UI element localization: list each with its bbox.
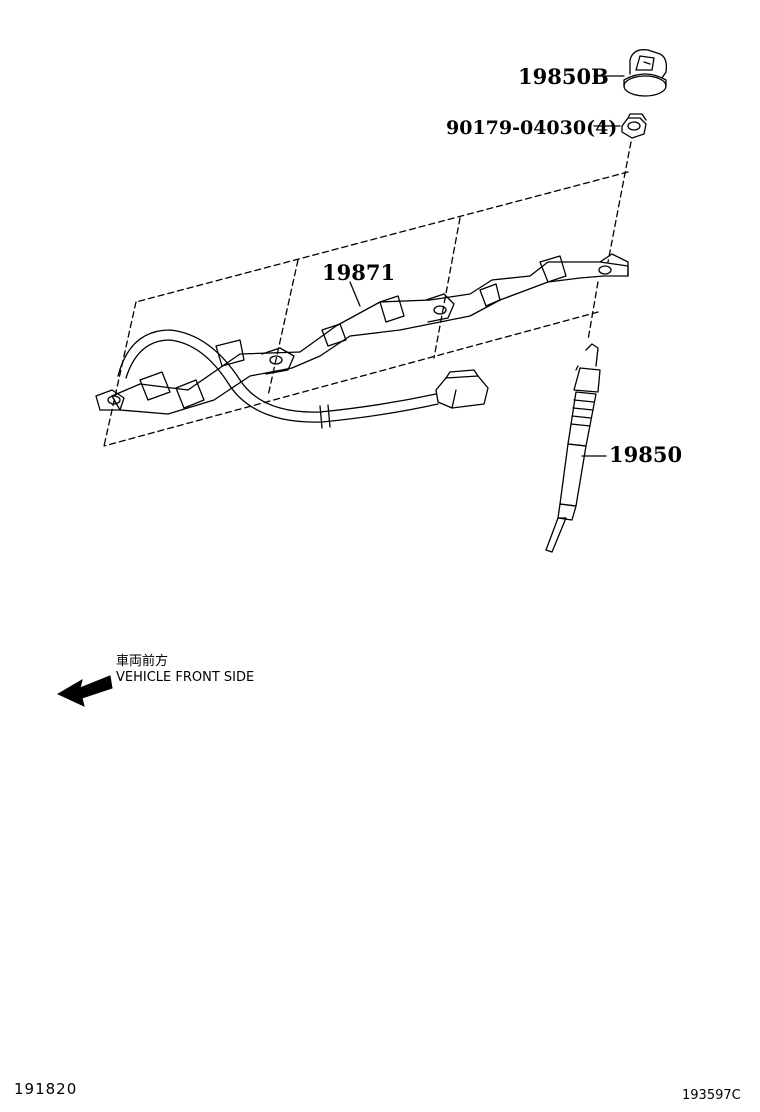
clamp-part (623, 49, 668, 97)
callout-harness: 19871 (322, 260, 395, 285)
callout-glow-plug: 19850 (609, 442, 682, 467)
glow-plug-part (545, 343, 601, 553)
callout-clamp: 19850B (518, 64, 609, 89)
direction-note-english: VEHICLE FRONT SIDE (116, 670, 255, 685)
direction-note-japanese: 車両前方 (116, 654, 169, 669)
footer-left-code: 191820 (14, 1080, 78, 1098)
wiring-harness-part (95, 253, 629, 429)
callout-nut: 90179-04030(4) (446, 117, 617, 139)
nut-part (621, 113, 647, 139)
vehicle-front-arrow-icon (56, 675, 113, 707)
footer-right-code: 193597C (682, 1088, 741, 1103)
harness-leader-line (349, 281, 361, 307)
assembly-dashed-lines (103, 141, 632, 447)
